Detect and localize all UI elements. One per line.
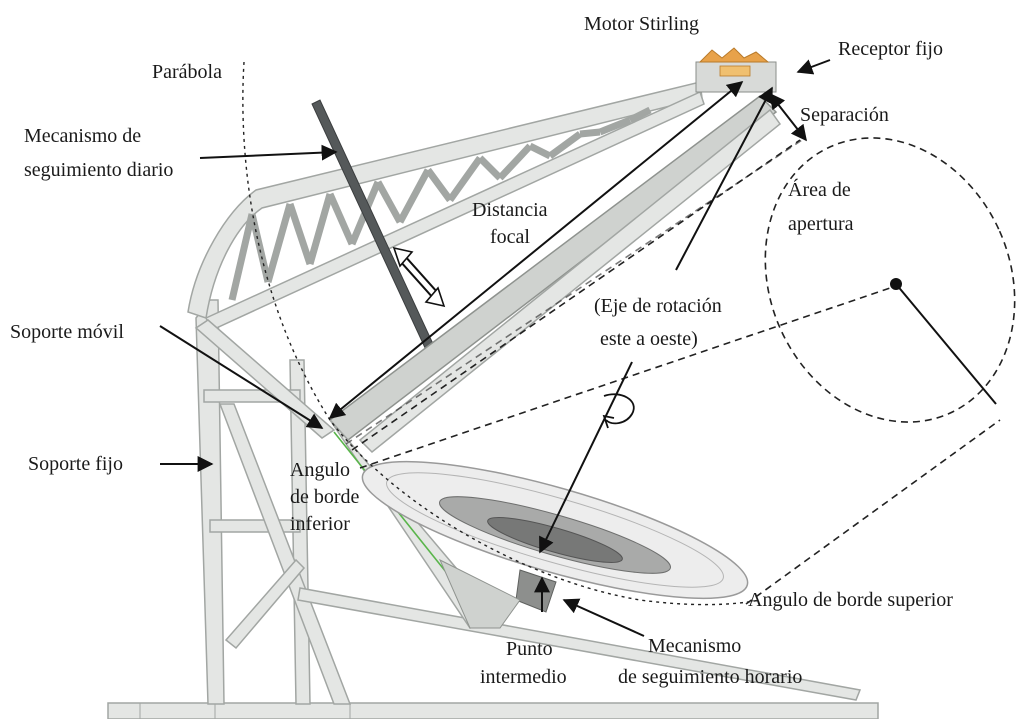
label-area-apertura-1: Área de [788,178,851,201]
label-receptor-fijo: Receptor fijo [838,38,943,60]
ground-base [107,702,879,719]
label-eje-rotacion-1: (Eje de rotación [594,295,722,317]
label-angulo-inferior-3: inferior [290,513,350,535]
label-angulo-inferior-1: Angulo [290,459,350,481]
label-mecanismo-horario-1: Mecanismo [648,635,741,657]
stirling-receiver [695,47,777,93]
labels: Motor Stirling Receptor fijo Parábola Se… [10,13,953,688]
leader-arrows [159,59,831,637]
label-angulo-superior: Angulo de borde superior [748,589,953,611]
label-punto-intermedio-2: intermedio [480,666,567,688]
label-angulo-inferior-2: de borde [290,486,360,508]
label-area-apertura-2: apertura [788,213,854,235]
label-punto-intermedio-1: Punto [506,638,553,660]
label-distancia-focal-2: focal [490,226,530,248]
label-soporte-movil: Soporte móvil [10,321,124,343]
label-parabola: Parábola [152,61,222,83]
label-separacion: Separación [800,104,889,126]
label-distancia-focal-1: Distancia [472,199,548,221]
fixed-support-frame [195,299,862,705]
label-motor-stirling: Motor Stirling [584,13,699,35]
label-soporte-fijo: Soporte fijo [28,453,123,475]
parabola-curve [242,61,761,606]
label-mecanismo-diario-1: Mecanismo de [24,125,141,147]
label-mecanismo-diario-2: seguimiento diario [24,159,173,181]
label-eje-rotacion-2: este a oeste) [600,328,698,350]
label-mecanismo-horario-2: de seguimiento horario [618,666,802,688]
